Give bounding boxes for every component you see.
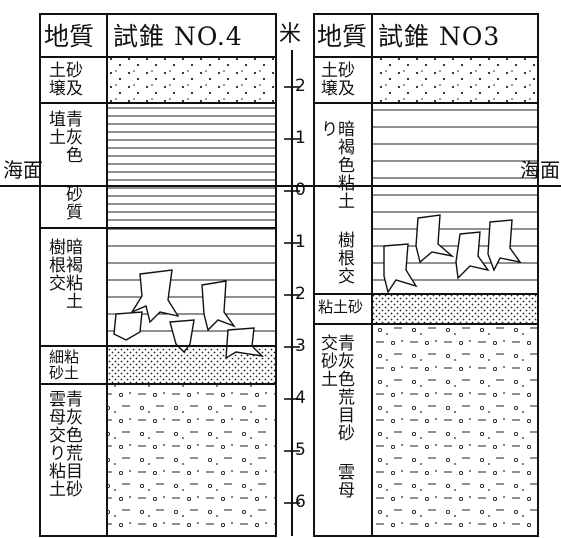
right-layer-label-1: 砂及 土壌 (317, 61, 354, 97)
scale-unit-label: 米 (279, 22, 302, 47)
left-layer-sand-soil (107, 57, 276, 103)
right-borehole-title: 試錐 NO3 (378, 22, 501, 51)
left-geology-header: 地質 (44, 22, 95, 51)
left-borehole-column (39, 13, 277, 537)
right-layer-label-2: 暗褐色粘土 樹根交り (317, 120, 354, 285)
left-layer-label-4: 粘土 細砂 (47, 349, 80, 381)
right-tree-roots (383, 214, 522, 294)
left-layer-silty-clay (107, 103, 276, 228)
right-layer-coarse-sand (372, 324, 538, 536)
left-layer-label-1: 砂及 土壌 (45, 61, 82, 97)
depth-tick-label: 6 (295, 492, 306, 512)
right-layer-label-4: 青灰色荒目砂 雲母交砂土 (317, 334, 354, 499)
depth-tick-label: 5 (295, 440, 306, 460)
right-layer-clay-sand (372, 294, 538, 324)
depth-tick-label: 1 (295, 232, 306, 252)
left-layer-label-3: 暗褐粘土 樹根交 (45, 238, 82, 310)
right-layer-sand-soil (372, 57, 538, 103)
depth-scale (284, 50, 300, 536)
sea-level-label-left: 海面 (3, 158, 43, 182)
right-geology-header: 地質 (317, 22, 368, 51)
depth-tick-label: 2 (295, 76, 306, 96)
left-tree-roots (113, 269, 265, 360)
depth-tick-label: 2 (295, 284, 306, 304)
depth-tick-label: 4 (295, 388, 306, 408)
depth-tick-label: 1 (295, 128, 306, 148)
left-layer-label-2: 青灰色 砂質埴土 (45, 110, 82, 221)
left-borehole-title: 試錐 NO.4 (113, 22, 243, 51)
left-layer-label-5: 青灰色荒目砂 雲母交り粘土 (45, 390, 82, 498)
depth-tick-label: 3 (295, 336, 306, 356)
right-layer-label-3: 粘土砂 (318, 298, 364, 316)
depth-tick-label: 0 (295, 180, 306, 200)
left-layer-coarse-sand (107, 384, 276, 534)
sea-level-label-right: 海面 (520, 158, 560, 182)
right-borehole-column (313, 13, 539, 537)
